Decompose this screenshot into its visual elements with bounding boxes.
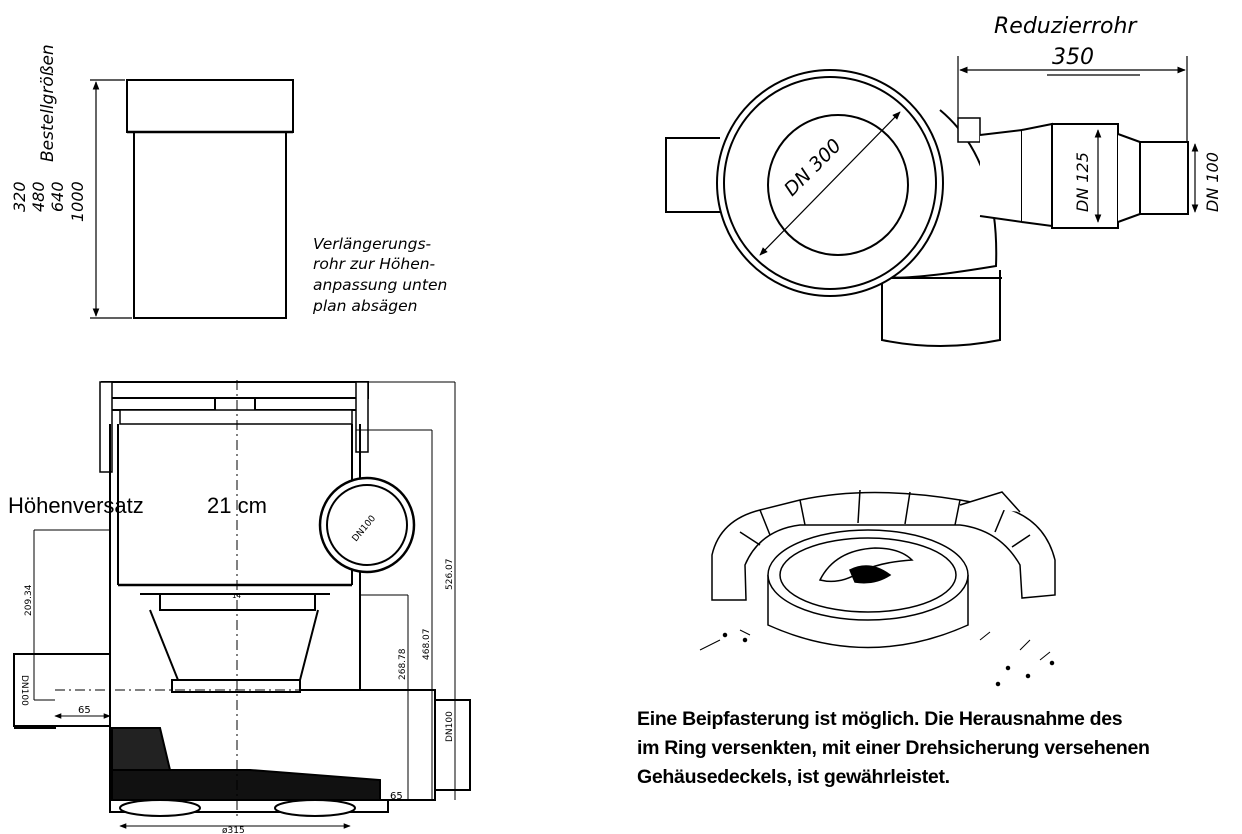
note-line: rohr zur Höhen- bbox=[313, 255, 436, 273]
installation-caption: Eine Beipfasterung ist möglich. Die Hera… bbox=[637, 705, 1237, 792]
order-size-item: 480 bbox=[29, 181, 48, 212]
rim-mark: 14 bbox=[232, 592, 241, 600]
dim-inlet-height: 209.34 bbox=[24, 584, 34, 616]
dim-base-diameter: ø315 bbox=[222, 826, 245, 834]
dim-268: 268.78 bbox=[398, 648, 408, 680]
reducer-length: 350 bbox=[1052, 45, 1094, 70]
height-offset-label: Höhenversatz bbox=[8, 493, 144, 518]
installation-sketch bbox=[699, 489, 1056, 687]
dim-outlet-offset: 65 bbox=[390, 791, 403, 802]
note-line: anpassung unten bbox=[313, 276, 447, 294]
order-size-item: 1000 bbox=[68, 181, 87, 222]
caption-line: im Ring versenkten, mit einer Drehsicher… bbox=[637, 737, 1150, 759]
caption-line: Eine Beipfasterung ist möglich. Die Hera… bbox=[637, 708, 1123, 730]
order-size-item: 320 bbox=[10, 181, 29, 212]
outlet-diameter-label: DN 100 bbox=[1203, 152, 1222, 212]
order-sizes-title: Bestellgrößen bbox=[38, 44, 58, 162]
extension-height-dimension bbox=[90, 79, 132, 319]
dim-inlet-offset: 65 bbox=[78, 705, 91, 716]
top-view-drawing bbox=[665, 69, 1189, 347]
note-line: plan absägen bbox=[312, 297, 418, 315]
section-view-dimensions bbox=[33, 381, 456, 829]
section-view-drawing bbox=[13, 380, 471, 820]
caption-line: Gehäusedeckels, ist gewährleistet. bbox=[637, 766, 950, 788]
order-size-list: 320 480 640 1000 bbox=[10, 181, 87, 222]
dim-468: 468.07 bbox=[422, 629, 432, 661]
note-line: Verlängerungs- bbox=[313, 235, 432, 253]
extension-pipe-drawing bbox=[126, 79, 294, 319]
top-view-dimensions bbox=[759, 56, 1199, 256]
extension-note: Verlängerungs- rohr zur Höhen- anpassung… bbox=[312, 235, 447, 315]
reduced-diameter-label: DN 125 bbox=[1073, 152, 1092, 212]
dim-526: 526.07 bbox=[445, 559, 455, 591]
order-size-item: 640 bbox=[48, 181, 67, 212]
inlet-diameter-label: DN100 bbox=[19, 675, 29, 706]
height-offset-value: 21 cm bbox=[207, 493, 267, 518]
reducer-label: Reduzierrohr bbox=[994, 14, 1138, 39]
outlet-diameter-label: DN100 bbox=[445, 711, 455, 742]
